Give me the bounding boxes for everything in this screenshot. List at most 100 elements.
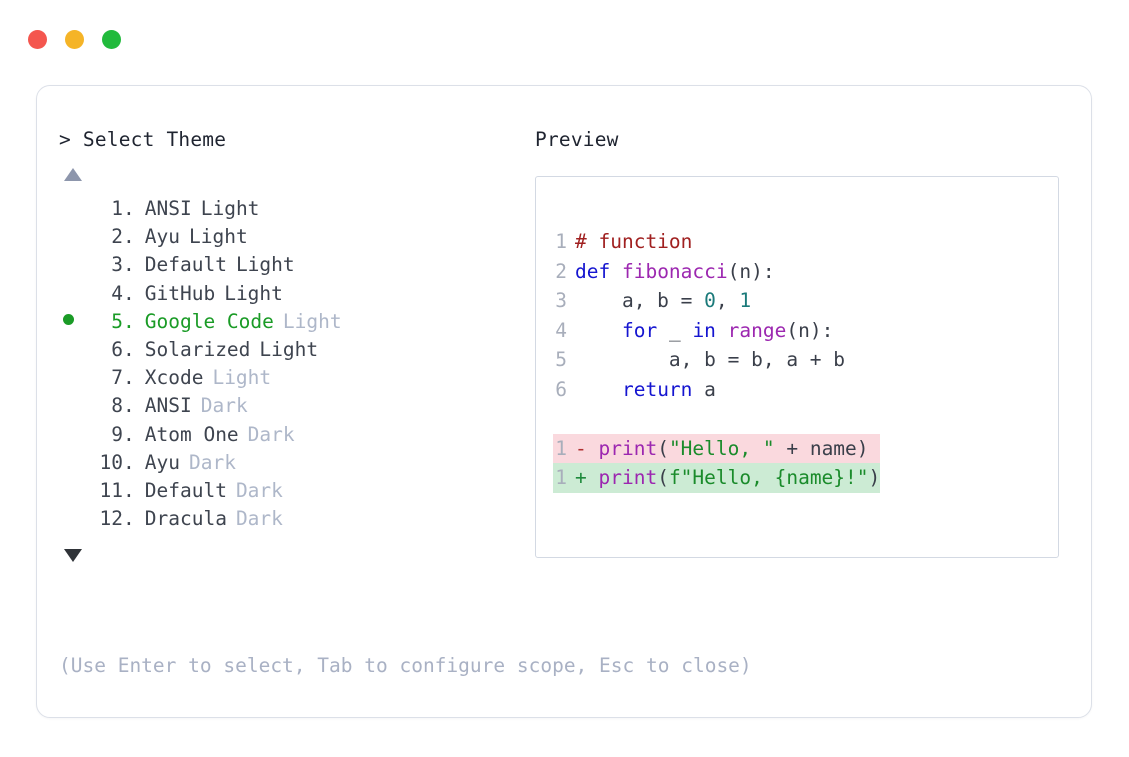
theme-item-variant: Dark xyxy=(247,422,295,446)
theme-item-name: Google Code xyxy=(144,309,274,333)
prompt-caret-icon: > xyxy=(59,128,71,151)
code-token-plain xyxy=(716,319,728,342)
code-line: 6 return a xyxy=(553,375,880,405)
theme-item-index: 3 xyxy=(111,253,123,277)
code-line-content: return a xyxy=(575,375,716,405)
diff-marker: - xyxy=(575,436,599,460)
diff-line-added: 1 + print(f"Hello, {name}!") xyxy=(553,463,881,493)
theme-item-name: Ayu xyxy=(144,225,180,249)
theme-item-variant: Dark xyxy=(188,450,236,474)
theme-item-name: Solarized xyxy=(144,337,251,361)
theme-item-name: GitHub xyxy=(144,281,216,305)
theme-item-index-separator: . xyxy=(123,366,135,390)
code-line: 3 a, b = 0, 1 xyxy=(553,286,880,316)
theme-list-item[interactable]: 9. Atom One Dark xyxy=(59,421,529,449)
close-window-button[interactable] xyxy=(28,30,47,49)
diff-line-content: print(f"Hello, {name}!") xyxy=(598,463,880,493)
code-token-plain: _ xyxy=(657,318,693,342)
theme-list-item[interactable]: 3. Default Light xyxy=(59,251,529,279)
theme-item-variant: Light xyxy=(224,281,283,305)
diff-marker: + xyxy=(575,466,599,489)
diff-line-number: 1 xyxy=(555,466,567,489)
theme-item-name: Atom One xyxy=(144,422,239,446)
theme-item-index-separator: . xyxy=(123,450,135,474)
select-theme-heading: > Select Theme xyxy=(59,126,529,154)
theme-item-name: ANSI xyxy=(144,394,192,418)
scroll-down-icon[interactable] xyxy=(64,549,82,563)
code-token-punct: ) xyxy=(868,466,881,489)
code-line-number: 3 xyxy=(555,289,567,312)
code-line-content: a, b = 0, 1 xyxy=(575,286,751,316)
theme-item-index-separator: . xyxy=(123,197,135,220)
code-token-punct: ( xyxy=(657,436,669,460)
code-token-str: "Hello, " xyxy=(668,436,775,460)
window-controls xyxy=(28,30,121,49)
code-line: 5 a, b = b, a + b xyxy=(553,345,880,375)
theme-item-index: 9 xyxy=(111,422,123,446)
code-blank-line xyxy=(553,404,880,434)
theme-item-index: 12 xyxy=(99,507,123,531)
theme-item-index-separator: . xyxy=(123,309,135,333)
theme-item-index-separator: . xyxy=(123,281,135,305)
code-line-number: 4 xyxy=(555,318,567,342)
diff-line-number: 1 xyxy=(555,436,567,460)
select-theme-title: Select Theme xyxy=(82,128,227,151)
theme-item-index: 5 xyxy=(111,309,123,333)
code-token-comment: # function xyxy=(575,230,693,253)
code-line-number: 1 xyxy=(555,230,567,253)
code-token-builtin: range xyxy=(727,318,787,342)
theme-item-name: Default xyxy=(144,253,227,277)
theme-item-index: 11 xyxy=(99,478,123,502)
code-token-num: 1 xyxy=(739,289,752,312)
theme-list-item[interactable]: 10. Ayu Dark xyxy=(59,449,529,477)
theme-item-variant: Dark xyxy=(235,478,283,502)
diff-line-content: print("Hello, " + name) xyxy=(598,434,868,464)
scroll-up-icon[interactable] xyxy=(64,168,82,181)
theme-item-variant: Light xyxy=(188,225,248,249)
minimize-window-button[interactable] xyxy=(65,30,84,49)
theme-item-variant: Light xyxy=(235,253,295,277)
theme-item-name: Xcode xyxy=(144,366,204,390)
code-token-plain: a, b = xyxy=(575,289,705,312)
code-token-keyword: for xyxy=(621,318,658,342)
theme-item-index: 10 xyxy=(99,450,123,474)
code-token-punct: (n): xyxy=(786,318,834,342)
code-token-builtin: print xyxy=(598,436,658,460)
theme-item-variant: Dark xyxy=(235,507,283,531)
code-token-plain: , xyxy=(715,289,740,312)
theme-item-name: Ayu xyxy=(144,450,180,474)
code-token-builtin: print xyxy=(598,466,658,489)
theme-item-index: 1 xyxy=(111,197,123,220)
code-line-content: a, b = b, a + b xyxy=(575,345,845,375)
code-token-keyword: return xyxy=(621,377,693,401)
preview-heading: Preview xyxy=(535,128,619,151)
code-token-punct: (n): xyxy=(727,259,775,283)
code-line: 1 # function xyxy=(553,227,880,257)
maximize-window-button[interactable] xyxy=(102,30,121,49)
code-token-num: 0 xyxy=(704,289,716,312)
theme-item-index: 6 xyxy=(111,337,123,361)
code-token-keyword: in xyxy=(692,318,716,342)
code-line-number: 6 xyxy=(555,377,567,401)
code-token-fn: fibonacci xyxy=(621,259,728,283)
theme-item-index-separator: . xyxy=(123,253,135,277)
code-token-plain xyxy=(575,378,622,401)
theme-item-index-separator: . xyxy=(123,422,135,446)
code-line-content: for _ in range(n): xyxy=(575,316,833,346)
keyboard-hint: (Use Enter to select, Tab to configure s… xyxy=(59,654,752,677)
